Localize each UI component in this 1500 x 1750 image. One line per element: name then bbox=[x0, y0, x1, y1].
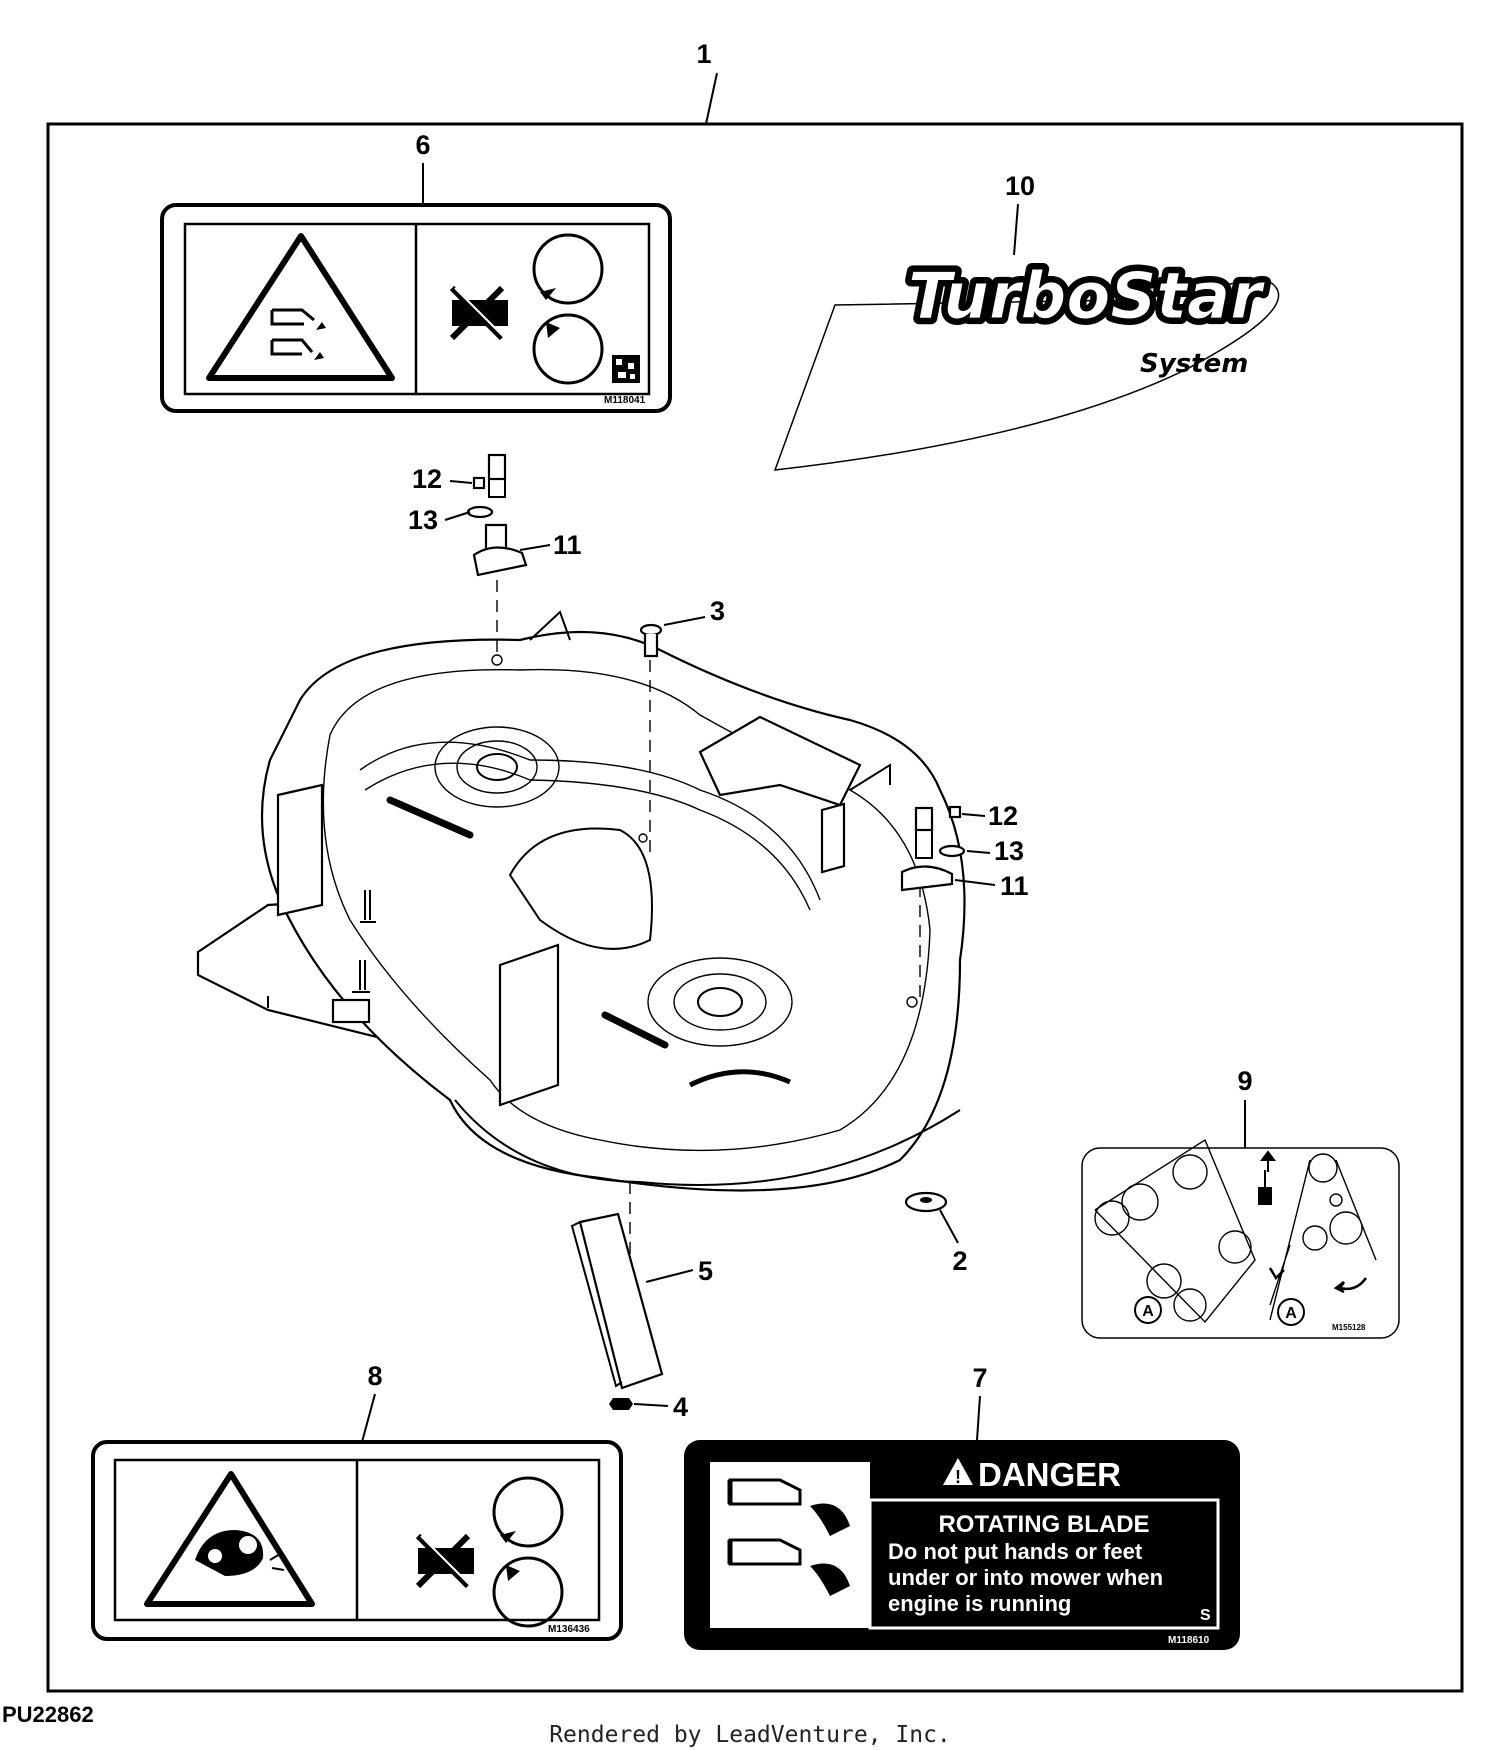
up-arrow-icon bbox=[1260, 1150, 1276, 1172]
decal-10-turbostar-label[interactable]: TurboStar TurboStar System bbox=[773, 254, 1280, 471]
tractor-icon bbox=[1258, 1170, 1272, 1205]
idler-assembly-right[interactable] bbox=[900, 805, 966, 892]
part-5-baffle[interactable] bbox=[570, 1212, 664, 1390]
decal-8-code: M136436 bbox=[548, 1624, 590, 1635]
part-3-screw[interactable] bbox=[639, 623, 663, 658]
decal-6-warning-label[interactable]: M118041 bbox=[160, 203, 672, 413]
danger-line-3: engine is running bbox=[888, 1591, 1071, 1616]
system-sub-text: System bbox=[1140, 349, 1248, 379]
callout-9[interactable]: 9 bbox=[1237, 1066, 1252, 1096]
hand-icon bbox=[270, 308, 315, 356]
callout-7[interactable]: 7 bbox=[972, 1363, 987, 1393]
warning-triangle-icon bbox=[144, 1471, 315, 1607]
rotating-blade-icon bbox=[492, 1476, 564, 1548]
callout-11-left[interactable]: 11 bbox=[553, 530, 582, 560]
callout-5[interactable]: 5 bbox=[698, 1256, 713, 1286]
callout-13-right[interactable]: 13 bbox=[994, 836, 1024, 866]
danger-suffix: S bbox=[1200, 1607, 1211, 1624]
rotating-blade-icon bbox=[532, 233, 604, 305]
idler-assembly-left[interactable] bbox=[466, 453, 528, 577]
svg-text:!: ! bbox=[955, 1467, 961, 1487]
callout-6[interactable]: 6 bbox=[415, 130, 430, 160]
danger-line-1: Do not put hands or feet bbox=[888, 1539, 1143, 1564]
assembly-frame bbox=[46, 122, 1464, 1693]
belt-point-a-left: A bbox=[1142, 1303, 1154, 1320]
callout-4[interactable]: 4 bbox=[673, 1392, 688, 1422]
callout-12-left[interactable]: 12 bbox=[412, 464, 442, 494]
callout-3[interactable]: 3 bbox=[710, 596, 725, 626]
decal-7-code: M118610 bbox=[1168, 1635, 1210, 1646]
figure-id: PU22862 bbox=[2, 1702, 94, 1727]
part-2-washer[interactable] bbox=[904, 1191, 948, 1213]
warning-triangle-icon bbox=[206, 233, 395, 381]
danger-title: ROTATING BLADE bbox=[938, 1511, 1149, 1538]
callout-8[interactable]: 8 bbox=[367, 1361, 382, 1391]
decal-7-danger-label[interactable]: ! DANGER ROTATING BLADE Do not put hands… bbox=[684, 1440, 1240, 1650]
decal-6-code: M118041 bbox=[604, 395, 646, 406]
callout-2[interactable]: 2 bbox=[952, 1246, 967, 1276]
part-4-nut[interactable] bbox=[609, 1398, 633, 1410]
footer-credit: Rendered by LeadVenture, Inc. bbox=[549, 1722, 951, 1748]
callout-13-left[interactable]: 13 bbox=[408, 505, 438, 535]
callout-11-right[interactable]: 11 bbox=[1000, 871, 1029, 901]
callout-12-right[interactable]: 12 bbox=[988, 801, 1018, 831]
decal-9-code: M155128 bbox=[1332, 1323, 1366, 1332]
turbostar-brand-text: TurboStar bbox=[908, 260, 1265, 334]
mower-deck[interactable] bbox=[196, 560, 966, 1375]
belt-point-a-right: A bbox=[1285, 1305, 1297, 1322]
svg-text:TurboStar: TurboStar bbox=[908, 260, 1265, 334]
alert-triangle-icon bbox=[943, 1458, 973, 1485]
decal-9-belt-routing-label[interactable]: A A M155128 bbox=[1081, 1138, 1400, 1339]
decal-8-warning-label[interactable]: M136436 bbox=[91, 1440, 623, 1641]
callout-10[interactable]: 10 bbox=[1005, 171, 1035, 201]
callout-1[interactable]: 1 bbox=[696, 39, 711, 69]
parts-diagram: 1 M118041 6 TurboStar TurboStar System 1… bbox=[46, 39, 1464, 1693]
danger-line-2: under or into mower when bbox=[888, 1565, 1163, 1590]
danger-header: DANGER bbox=[978, 1456, 1121, 1493]
